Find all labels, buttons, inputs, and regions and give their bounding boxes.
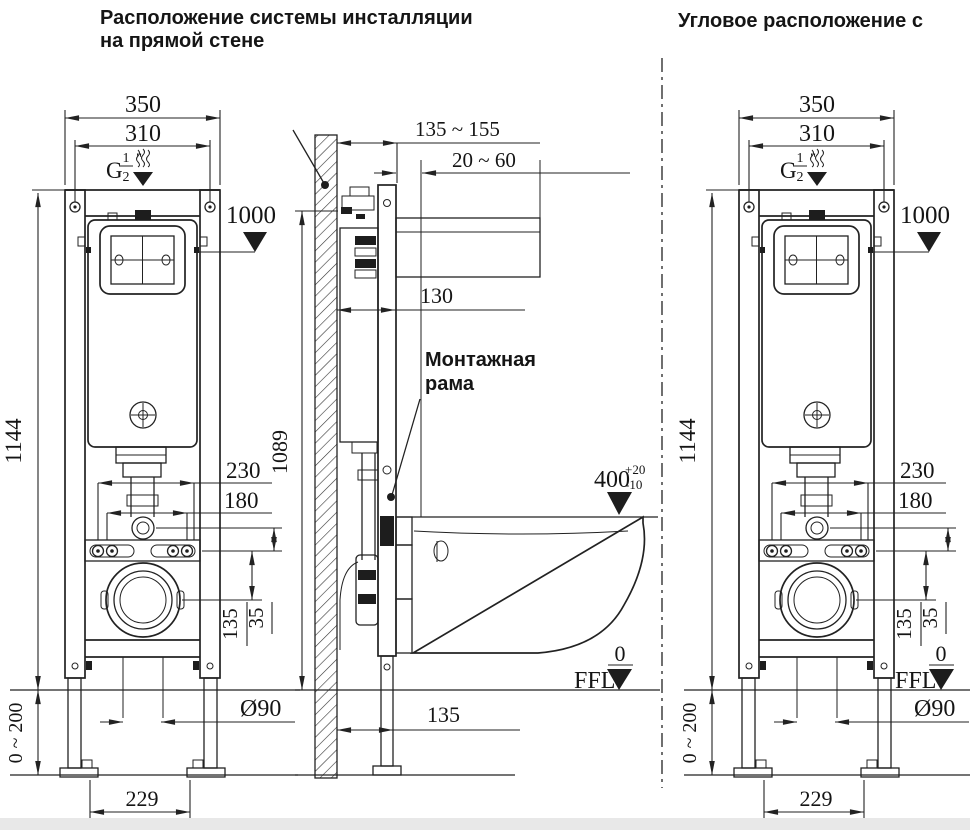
mounting-wall: [314, 134, 338, 779]
frame-label-line2: рама: [425, 373, 475, 395]
dim-tank-depth: 130: [337, 283, 525, 313]
bowl-level-marker-icon: [607, 492, 632, 515]
side-zero-text: 0: [615, 641, 626, 666]
dim-400-text: 400: [594, 467, 630, 493]
right-ffl-text: FFL: [895, 668, 936, 694]
titles: Расположение системы инсталляции на прям…: [100, 7, 923, 52]
dim-135-bottom-text: 135: [427, 702, 460, 727]
dim-400-tol-plus: +20: [625, 462, 645, 477]
frame-label-line1: Монтажная: [425, 349, 536, 371]
ffl-level-marker-icon: [607, 669, 632, 690]
dim-20-60-text: 20 ~ 60: [452, 148, 516, 172]
ffl-callout-right: 0 FFL: [895, 641, 954, 694]
side-ffl-text: FFL: [574, 668, 615, 694]
dim-135-155-text: 135 ~ 155: [415, 117, 500, 141]
frame-callout: Монтажная рама: [387, 349, 536, 501]
dim-130-text: 130: [420, 283, 453, 308]
left-title-line1: Расположение системы инсталляции: [100, 7, 473, 29]
right-title: Угловое расположение с: [678, 10, 923, 32]
dim-400-tol-minus: -10: [625, 477, 642, 492]
dim-1089-text: 1089: [267, 430, 292, 474]
frame-leader-dot: [387, 493, 395, 501]
wall-leader-line: [292, 129, 326, 186]
dim-bowl-height: 400 +20 -10: [594, 462, 645, 515]
side-view: 135 ~ 155 20 ~ 60 130 1089 Монтажная рам…: [267, 117, 660, 779]
wall-leader-dot: [321, 181, 329, 189]
dim-depth-range: 135 ~ 155: [337, 117, 540, 183]
dim-wall-to-leg: 135: [337, 702, 520, 733]
left-title-line2: на прямой стене: [100, 30, 264, 52]
dim-finish-range: 20 ~ 60: [374, 148, 630, 176]
wall-anchor-arm: [395, 160, 541, 517]
waste-elbow: [339, 554, 379, 650]
dim-frame-height: 1089: [267, 210, 338, 690]
toilet-bowl-side: [380, 515, 658, 654]
right-zero-text: 0: [936, 641, 947, 666]
ffl-callout-side: 0 FFL: [574, 641, 633, 694]
frame-leader-line: [391, 398, 421, 496]
corner-view-extras: 0 FFL: [661, 58, 954, 788]
scan-footer-strip: [0, 818, 970, 830]
wall-hatch: [315, 135, 337, 778]
cistern-side: [339, 186, 379, 560]
right-ffl-level-marker-icon: [929, 669, 954, 690]
